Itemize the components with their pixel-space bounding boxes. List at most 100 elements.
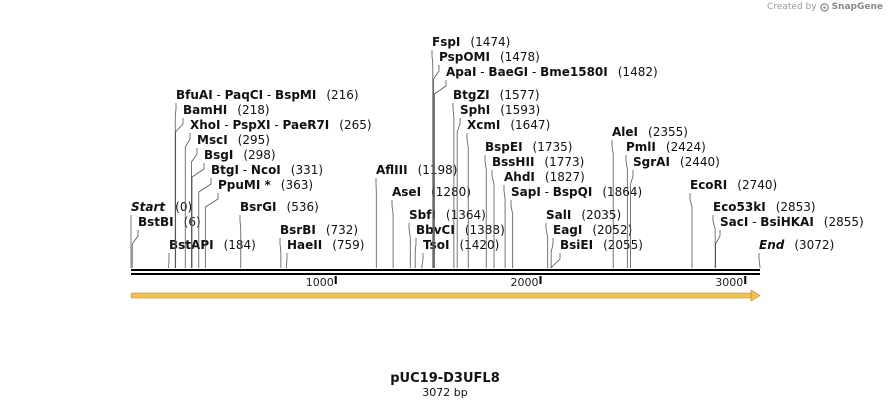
site-label[interactable]: BssHII(1773): [492, 155, 584, 169]
site-label[interactable]: BamHI(218): [183, 103, 270, 117]
site-label[interactable]: AseI(1280): [392, 185, 471, 199]
site-label[interactable]: Start(0): [131, 200, 192, 214]
enzyme-name: End: [759, 238, 785, 252]
site-position: (759): [332, 238, 364, 252]
site-position: (1280): [431, 185, 471, 199]
enzyme-name: BspEI: [485, 140, 523, 154]
enzyme-separator: -: [528, 65, 540, 79]
site-position: (1593): [500, 103, 540, 117]
site-label[interactable]: EagI(2052): [553, 223, 632, 237]
enzyme-name: EcoRI: [690, 178, 727, 192]
enzyme-name: HaeII: [287, 238, 322, 252]
site-position: (0): [175, 200, 192, 214]
site-label[interactable]: XcmI(1647): [467, 118, 550, 132]
credit-brand: SnapGene: [831, 2, 883, 12]
enzyme-name: Bme1580I: [540, 65, 608, 79]
plasmid-name: pUC19-D3UFL8: [390, 371, 500, 386]
feature-arrow: [130, 289, 761, 302]
site-leader-line: [510, 200, 514, 268]
site-label[interactable]: XhoI - PspXI - PaeR7I(265): [190, 118, 372, 132]
scale-tick-label: 3000: [715, 276, 743, 289]
site-leader-line: [484, 155, 487, 268]
site-label[interactable]: SacI - BsiHKAI(2855): [720, 215, 864, 229]
enzyme-name: FspI: [432, 35, 460, 49]
enzyme-name: XcmI: [467, 118, 500, 132]
plasmid-length: 3072 bp: [422, 386, 467, 399]
site-label[interactable]: SbfI(1364): [409, 208, 486, 222]
site-position: (1827): [545, 170, 585, 184]
site-label[interactable]: EcoRI(2740): [690, 178, 777, 192]
site-position: (184): [224, 238, 256, 252]
enzyme-name: AhdI: [504, 170, 535, 184]
site-label[interactable]: PspOMI(1478): [439, 50, 540, 64]
site-leader-line: [434, 80, 447, 268]
site-leader-line: [131, 230, 139, 268]
site-label[interactable]: AflIII(1198): [376, 163, 457, 177]
site-label[interactable]: BfuAI - PaqCI - BspMI(216): [176, 88, 359, 102]
site-label[interactable]: BstAPI(184): [169, 238, 256, 252]
enzyme-name: MscI: [197, 133, 228, 147]
site-leader-line: [611, 140, 614, 268]
site-label[interactable]: End(3072): [759, 238, 834, 252]
site-label[interactable]: PpuMI *(363): [218, 178, 313, 192]
site-leader-line: [191, 148, 198, 268]
site-label[interactable]: TsoI (1420): [423, 238, 499, 252]
site-label[interactable]: Eco53kI(2853): [713, 200, 816, 214]
site-position: (2035): [581, 208, 621, 222]
site-label[interactable]: AleI(2355): [612, 125, 688, 139]
site-leader-line: [466, 133, 469, 268]
site-label[interactable]: BsrBI(732): [280, 223, 358, 237]
restriction-sites: Start(0)BstBI(6)BstAPI(184)PpuMI *(363)B…: [130, 35, 864, 268]
site-position: (1420): [459, 238, 499, 252]
site-label[interactable]: MscI(295): [197, 133, 270, 147]
site-label[interactable]: HaeII (759): [287, 238, 365, 252]
site-leader-line: [491, 170, 495, 268]
enzyme-name: SgrAI: [633, 155, 670, 169]
site-label[interactable]: SphI (1593): [460, 103, 540, 117]
site-leader-line: [630, 170, 634, 268]
site-label[interactable]: BtgI - NcoI(331): [211, 163, 323, 177]
enzyme-name: BtgI: [211, 163, 239, 177]
site-position: (2424): [666, 140, 706, 154]
enzyme-name: TsoI: [423, 238, 449, 252]
site-position: (2855): [824, 215, 864, 229]
site-leader-line: [545, 223, 549, 268]
site-label[interactable]: BsgI(298): [204, 148, 276, 162]
enzyme-separator: -: [263, 88, 275, 102]
enzyme-separator: -: [541, 185, 553, 199]
site-position: (2853): [776, 200, 816, 214]
scale-tick-label: 2000: [511, 276, 539, 289]
site-label[interactable]: FspI(1474): [432, 35, 510, 49]
site-label[interactable]: AhdI (1827): [504, 170, 585, 184]
site-label[interactable]: BsrGI(536): [240, 200, 319, 214]
enzyme-separator: -: [221, 118, 233, 132]
site-leader-line: [550, 238, 554, 268]
site-leader-line: [279, 238, 282, 268]
site-label[interactable]: BspEI(1735): [485, 140, 572, 154]
site-leader-line: [758, 253, 761, 268]
site-position: (363): [281, 178, 313, 192]
site-label[interactable]: PmlI (2424): [626, 140, 706, 154]
enzyme-separator: -: [271, 118, 283, 132]
site-leader-line: [191, 163, 205, 268]
enzyme-name: SalI: [546, 208, 571, 222]
enzyme-name: ApaI: [446, 65, 476, 79]
site-label[interactable]: SgrAI(2440): [633, 155, 720, 169]
enzyme-name: PmlI: [626, 140, 656, 154]
enzyme-separator: -: [476, 65, 488, 79]
enzyme-name: PspOMI: [439, 50, 490, 64]
site-position: (2052): [592, 223, 632, 237]
enzyme-name: BbvCI: [416, 223, 455, 237]
site-label[interactable]: BtgZI(1577): [453, 88, 540, 102]
site-label[interactable]: SalI (2035): [546, 208, 621, 222]
site-leader-line: [712, 215, 716, 268]
site-label[interactable]: ApaI - BaeGI - Bme1580I(1482): [446, 65, 658, 79]
site-position: (732): [326, 223, 358, 237]
enzyme-name: SacI: [720, 215, 748, 229]
site-position: (298): [243, 148, 275, 162]
enzyme-name: SphI: [460, 103, 490, 117]
site-label[interactable]: BbvCI(1388): [416, 223, 505, 237]
site-leader-line: [286, 253, 288, 268]
site-label[interactable]: SapI - BspQI(1864): [511, 185, 642, 199]
site-leader-line: [689, 193, 693, 268]
